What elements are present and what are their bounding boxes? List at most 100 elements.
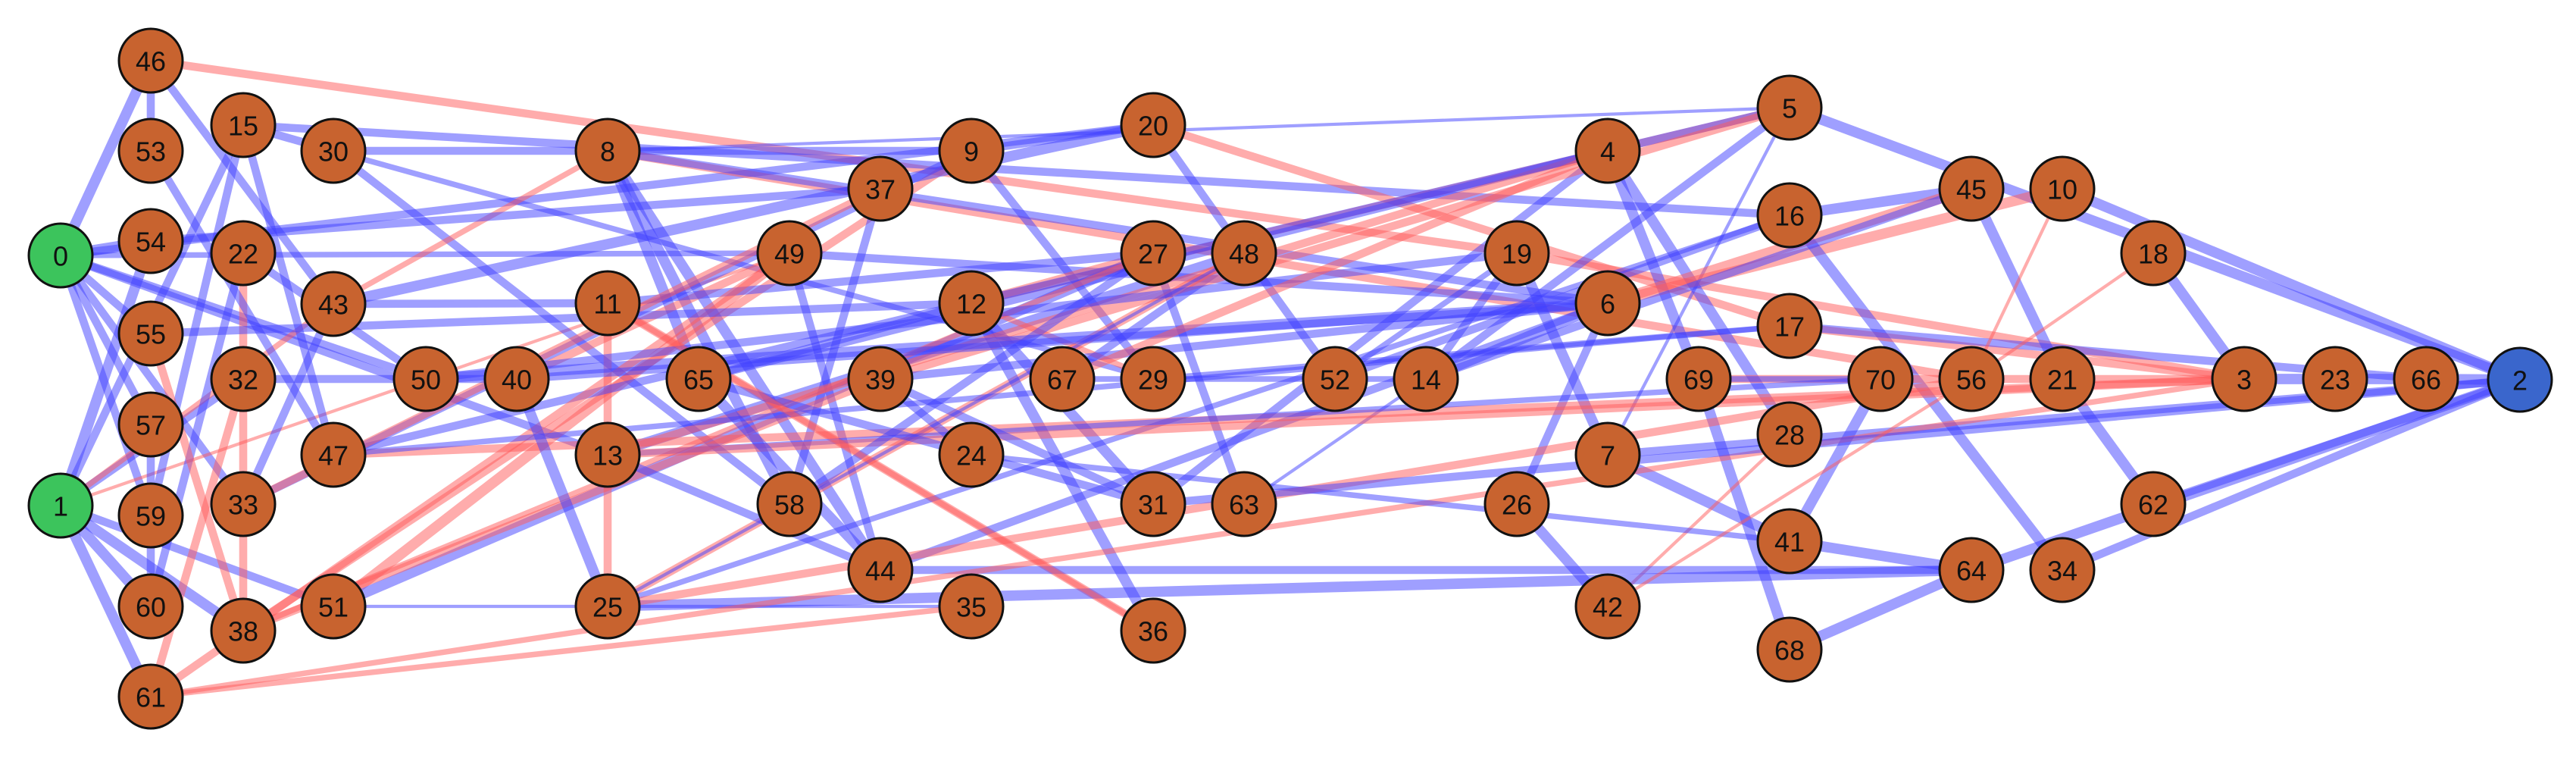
edge-8-5 [607,105,1790,153]
edge-53-47 [147,149,337,457]
edge-63-14 [1243,377,1427,506]
node-23: 23 [2302,346,2368,412]
node-7: 7 [1574,421,1641,488]
node-55: 55 [117,300,184,367]
node-circle [1120,471,1186,537]
node-44: 44 [847,537,914,603]
node-label: 10 [2047,174,2077,205]
node-label: 19 [1502,239,1532,270]
node-circle [2211,346,2277,412]
node-circle [2029,155,2096,222]
node-52: 52 [1302,346,1368,412]
node-circle [756,220,823,287]
node-37: 37 [847,155,914,222]
node-circle [1938,346,2005,412]
edge-20-43 [332,120,1155,309]
node-label: 29 [1138,365,1168,396]
edge-61-3 [150,376,2245,700]
node-34: 34 [2029,537,2096,603]
node-label: 31 [1138,490,1168,521]
node-circle [1756,182,1823,249]
node-label: 40 [502,365,532,396]
edge-44-6 [879,299,1609,574]
node-circle [1393,346,1459,412]
node-circle [27,222,94,289]
node-circle [300,117,367,184]
node-circle [1120,92,1186,158]
node-57: 57 [117,391,184,458]
node-25: 25 [574,573,641,640]
node-circle [938,117,1005,184]
edge-1-43 [58,302,336,508]
node-label: 1 [53,491,68,522]
node-label: 63 [1229,490,1259,521]
node-label: 5 [1782,93,1797,124]
node-circle [210,220,277,287]
node-circle [1665,346,1732,412]
node-label: 0 [53,241,68,272]
node-62: 62 [2120,471,2187,537]
node-label: 58 [774,490,805,521]
node-39: 39 [847,346,914,412]
edge-10-56 [1970,188,2064,380]
edge-0-46 [55,58,156,258]
edge-15-47 [239,124,338,456]
node-circle [1756,293,1823,359]
node-label: 53 [136,136,166,168]
node-circle [665,346,732,412]
edge-24-41 [971,452,1790,544]
node-46: 46 [117,27,184,94]
node-circle [117,117,184,184]
node-4: 4 [1574,117,1641,184]
node-56: 56 [1938,346,2005,412]
node-31: 31 [1120,471,1186,537]
node-label: 22 [228,239,258,270]
node-label: 30 [318,136,349,168]
node-32: 32 [210,346,277,412]
node-label: 42 [1593,592,1623,623]
node-label: 20 [1138,111,1168,142]
node-42: 42 [1574,573,1641,640]
node-70: 70 [1847,346,1914,412]
edge-58-27 [786,249,1156,508]
edge-10-2 [2060,183,2522,385]
node-label: 46 [136,46,166,77]
node-label: 11 [593,289,621,320]
edge-68-64 [1787,565,1974,655]
node-label: 12 [956,289,986,320]
node-69: 69 [1665,346,1732,412]
node-circle [210,597,277,664]
node-label: 61 [136,682,166,713]
edge-11-43 [333,299,608,309]
node-label: 66 [2411,365,2441,396]
node-label: 25 [592,592,623,623]
edge-19-3 [1516,249,2245,384]
node-circle [2029,537,2096,603]
node-label: 69 [1683,365,1714,396]
node-label: 57 [136,410,166,441]
node-circle [117,482,184,549]
node-54: 54 [117,208,184,274]
edge-0-33 [57,252,247,507]
node-circle [117,300,184,367]
node-12: 12 [938,270,1005,337]
node-49: 49 [756,220,823,287]
edge-61-35 [150,603,972,700]
node-label: 68 [1774,635,1805,666]
node-66: 66 [2393,346,2459,412]
node-6: 6 [1574,270,1641,337]
node-circle [1029,346,1096,412]
node-43: 43 [300,271,367,337]
node-label: 49 [774,239,805,270]
node-61: 61 [117,663,184,730]
node-label: 44 [865,556,896,587]
node-51: 51 [300,573,367,640]
node-label: 13 [592,440,623,471]
edge-31-2 [1152,375,2521,509]
node-58: 58 [756,471,823,537]
node-label: 21 [2047,365,2077,396]
node-40: 40 [483,346,550,412]
edge-37-54 [150,184,881,246]
node-circle [1483,220,1550,287]
